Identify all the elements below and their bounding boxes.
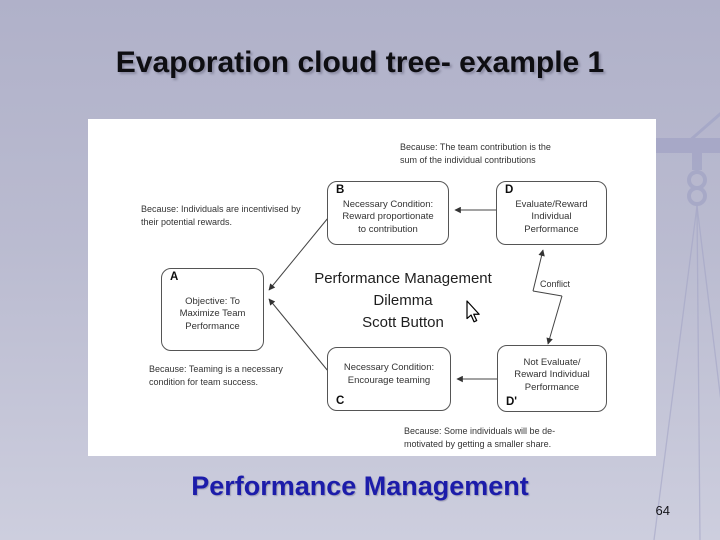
conflict-bolt-middle [532, 290, 563, 297]
annotation-line: their potential rewards. [141, 216, 233, 227]
node-letter: D [505, 184, 514, 196]
conflict-bolt-upper [532, 249, 545, 292]
node-letter: D' [506, 395, 518, 408]
node-c-encourage-teaming: C Necessary Condition: Encourage teaming [327, 347, 451, 411]
annotation-top: Because: The team contribution is the su… [400, 141, 551, 166]
node-letter: C [336, 394, 345, 407]
annotation-line: Because: Teaming is a necessary [149, 364, 283, 374]
annotation-left: Because: Individuals are incentivised by… [141, 203, 301, 228]
annotation-line: motivated by getting a smaller share. [404, 438, 552, 449]
node-text-line: Reward proportionate [342, 211, 434, 223]
node-d-evaluate-reward: D Evaluate/Reward Individual Performance [496, 181, 607, 245]
annotation-line: Because: The team contribution is the [400, 142, 551, 152]
node-dprime-not-evaluate: D' Not Evaluate/ Reward Individual Perfo… [497, 345, 607, 412]
node-text-line: Maximize Team [179, 308, 246, 320]
node-text-line: Not Evaluate/ [523, 356, 581, 368]
arrow-c-to-a [268, 298, 329, 372]
node-a-objective: A Objective: To Maximize Team Performanc… [161, 268, 264, 351]
annotation-bottom-right: Because: Some individuals will be de- mo… [404, 425, 555, 450]
conflict-bolt-lower [546, 295, 563, 345]
annotation-line: sum of the individual contributions [400, 154, 536, 165]
node-text-line: Objective: To [185, 295, 240, 307]
node-text-line: Necessary Condition: [343, 362, 435, 374]
annotation-bottom-left: Because: Teaming is a necessary conditio… [149, 363, 283, 388]
annotation-line: Because: Some individuals will be de- [404, 426, 556, 436]
mouse-cursor-icon [466, 300, 480, 323]
node-text-line: Necessary Condition: [342, 198, 434, 210]
slide-title: Evaporation cloud tree- example 1 [115, 46, 605, 79]
node-text-line: Performance [524, 223, 579, 235]
conflict-label: Conflict [540, 279, 571, 289]
center-text-line: Dilemma [373, 291, 433, 309]
center-text-line: Scott Button [362, 313, 444, 331]
diagram-panel: Because: The team contribution is the su… [88, 119, 656, 456]
node-text-line: to contribution [358, 223, 418, 235]
node-letter: B [336, 184, 345, 196]
diagram-center-text: Performance Management Dilemma Scott But… [288, 268, 518, 333]
slide-caption: Performance Management [191, 471, 529, 501]
diagram-connectors [268, 206, 563, 383]
annotation-line: Because: Individuals are incentivised by [141, 204, 301, 214]
node-text-line: Performance [185, 320, 240, 332]
annotation-line: condition for team success. [149, 376, 259, 387]
node-text-line: Performance [524, 381, 580, 393]
center-text-line: Performance Management [314, 270, 492, 287]
node-letter: A [170, 271, 179, 283]
arrow-b-to-a [268, 217, 329, 291]
page-number: 64 [655, 503, 670, 518]
node-text-line: Encourage teaming [347, 375, 431, 386]
node-text-line: Evaluate/Reward [515, 198, 588, 210]
node-text-line: Individual [531, 211, 572, 223]
node-b-necessary-condition: B Necessary Condition: Reward proportion… [327, 181, 449, 245]
node-text-line: Reward Individual [514, 369, 590, 381]
